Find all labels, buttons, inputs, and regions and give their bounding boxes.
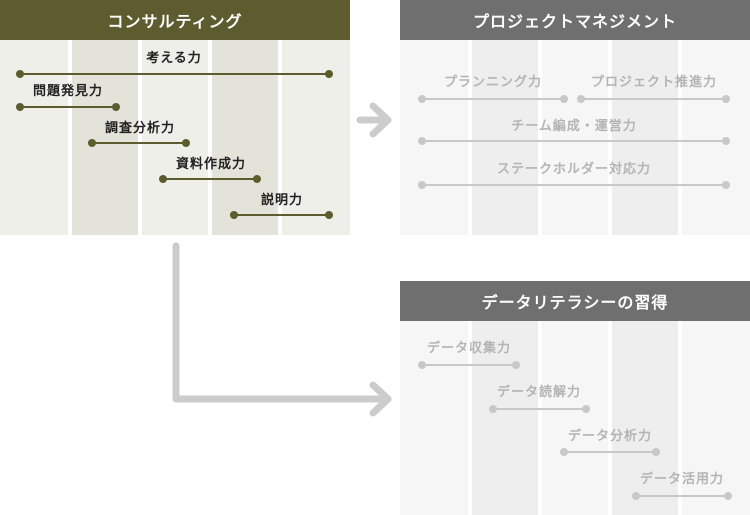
data-literacy-panel-title: データリテラシーの習得 bbox=[400, 281, 750, 321]
skill-label: データ活用力 bbox=[639, 472, 725, 487]
skill-bar bbox=[163, 178, 257, 180]
skill-bar-end-dot bbox=[512, 361, 520, 369]
skill-bar bbox=[564, 451, 656, 453]
background-column bbox=[682, 321, 750, 515]
data-literacy-panel: データリテラシーの習得 データ収集力データ読解力データ分析力データ活用力 bbox=[400, 281, 750, 515]
skill-bar-start-dot bbox=[418, 181, 426, 189]
skill-bar-start-dot bbox=[489, 405, 497, 413]
skill-bar bbox=[422, 140, 726, 142]
skill-bar bbox=[422, 98, 564, 100]
skill-bar-end-dot bbox=[325, 211, 333, 219]
consulting-panel-body: 考える力問題発見力調査分析力資料作成力説明力 bbox=[0, 40, 350, 235]
skill-label: チーム編成・運営力 bbox=[511, 119, 637, 134]
skill-bar bbox=[234, 214, 329, 216]
skill-bar bbox=[493, 408, 586, 410]
skill-label: 資料作成力 bbox=[175, 157, 247, 172]
skill-bar bbox=[422, 364, 516, 366]
background-column bbox=[400, 40, 468, 235]
skill-bar-start-dot bbox=[16, 103, 24, 111]
skill-bar-start-dot bbox=[88, 139, 96, 147]
skill-bar-end-dot bbox=[112, 103, 120, 111]
skill-bar-start-dot bbox=[418, 361, 426, 369]
skill-bar bbox=[422, 184, 726, 186]
skill-bar-end-dot bbox=[182, 139, 190, 147]
skill-bar bbox=[20, 106, 116, 108]
skill-bar bbox=[636, 495, 728, 497]
skill-bar-start-dot bbox=[560, 448, 568, 456]
arrow-down-right-shaft bbox=[172, 242, 392, 403]
background-column bbox=[400, 321, 468, 515]
project-management-panel-title: プロジェクトマネジメント bbox=[400, 0, 750, 40]
background-column bbox=[472, 40, 538, 235]
consulting-panel-title: コンサルティング bbox=[0, 0, 350, 40]
arrow-right-head bbox=[369, 102, 392, 138]
skill-bar bbox=[581, 98, 726, 100]
skill-label: ステークホルダー対応力 bbox=[496, 162, 652, 177]
skill-bar-end-dot bbox=[582, 405, 590, 413]
skill-label: データ収集力 bbox=[426, 341, 512, 356]
project-management-panel: プロジェクトマネジメント プランニング力 プロジェクト推進力チーム編成・運営力ステ… bbox=[400, 0, 750, 235]
background-column bbox=[542, 40, 608, 235]
skill-bar-start-dot bbox=[230, 211, 238, 219]
skill-bar-end-dot bbox=[722, 181, 730, 189]
background-column bbox=[212, 40, 278, 235]
background-column bbox=[682, 40, 750, 235]
background-column bbox=[472, 321, 538, 515]
background-column bbox=[142, 40, 208, 235]
skill-bar-end-dot bbox=[253, 175, 261, 183]
arrow-down-right-head bbox=[369, 381, 392, 417]
skill-bar-start-dot bbox=[418, 137, 426, 145]
skill-label: データ分析力 bbox=[567, 429, 653, 444]
skill-bar-end-dot bbox=[325, 70, 333, 78]
skill-bar bbox=[20, 73, 329, 75]
background-column bbox=[72, 40, 138, 235]
skill-label: プランニング力 bbox=[443, 75, 543, 90]
skill-bar-end-dot bbox=[722, 137, 730, 145]
background-column bbox=[612, 40, 678, 235]
background-column bbox=[542, 321, 608, 515]
background-column bbox=[0, 40, 68, 235]
background-column bbox=[282, 40, 350, 235]
skill-bar-start-dot bbox=[16, 70, 24, 78]
skill-label: 問題発見力 bbox=[32, 84, 104, 99]
skill-bar-start-dot bbox=[159, 175, 167, 183]
skill-bar-start-dot bbox=[418, 95, 426, 103]
skill-bar-end-dot bbox=[560, 95, 568, 103]
skill-bar bbox=[92, 142, 186, 144]
skill-label: プロジェクト推進力 bbox=[590, 75, 718, 90]
skill-label: 考える力 bbox=[146, 51, 202, 66]
data-literacy-panel-body: データ収集力データ読解力データ分析力データ活用力 bbox=[400, 321, 750, 515]
skill-bar-end-dot bbox=[724, 492, 732, 500]
project-management-panel-body: プランニング力 プロジェクト推進力チーム編成・運営力ステークホルダー対応力 bbox=[400, 40, 750, 235]
skill-label: 調査分析力 bbox=[104, 121, 176, 136]
skill-bar-end-dot bbox=[652, 448, 660, 456]
skill-bar-end-dot bbox=[722, 95, 730, 103]
skill-bar-start-dot bbox=[632, 492, 640, 500]
background-column bbox=[612, 321, 678, 515]
consulting-panel: コンサルティング 考える力問題発見力調査分析力資料作成力説明力 bbox=[0, 0, 350, 235]
skill-bar-start-dot bbox=[577, 95, 585, 103]
skill-label: 説明力 bbox=[260, 193, 304, 208]
skill-label: データ読解力 bbox=[496, 385, 582, 400]
